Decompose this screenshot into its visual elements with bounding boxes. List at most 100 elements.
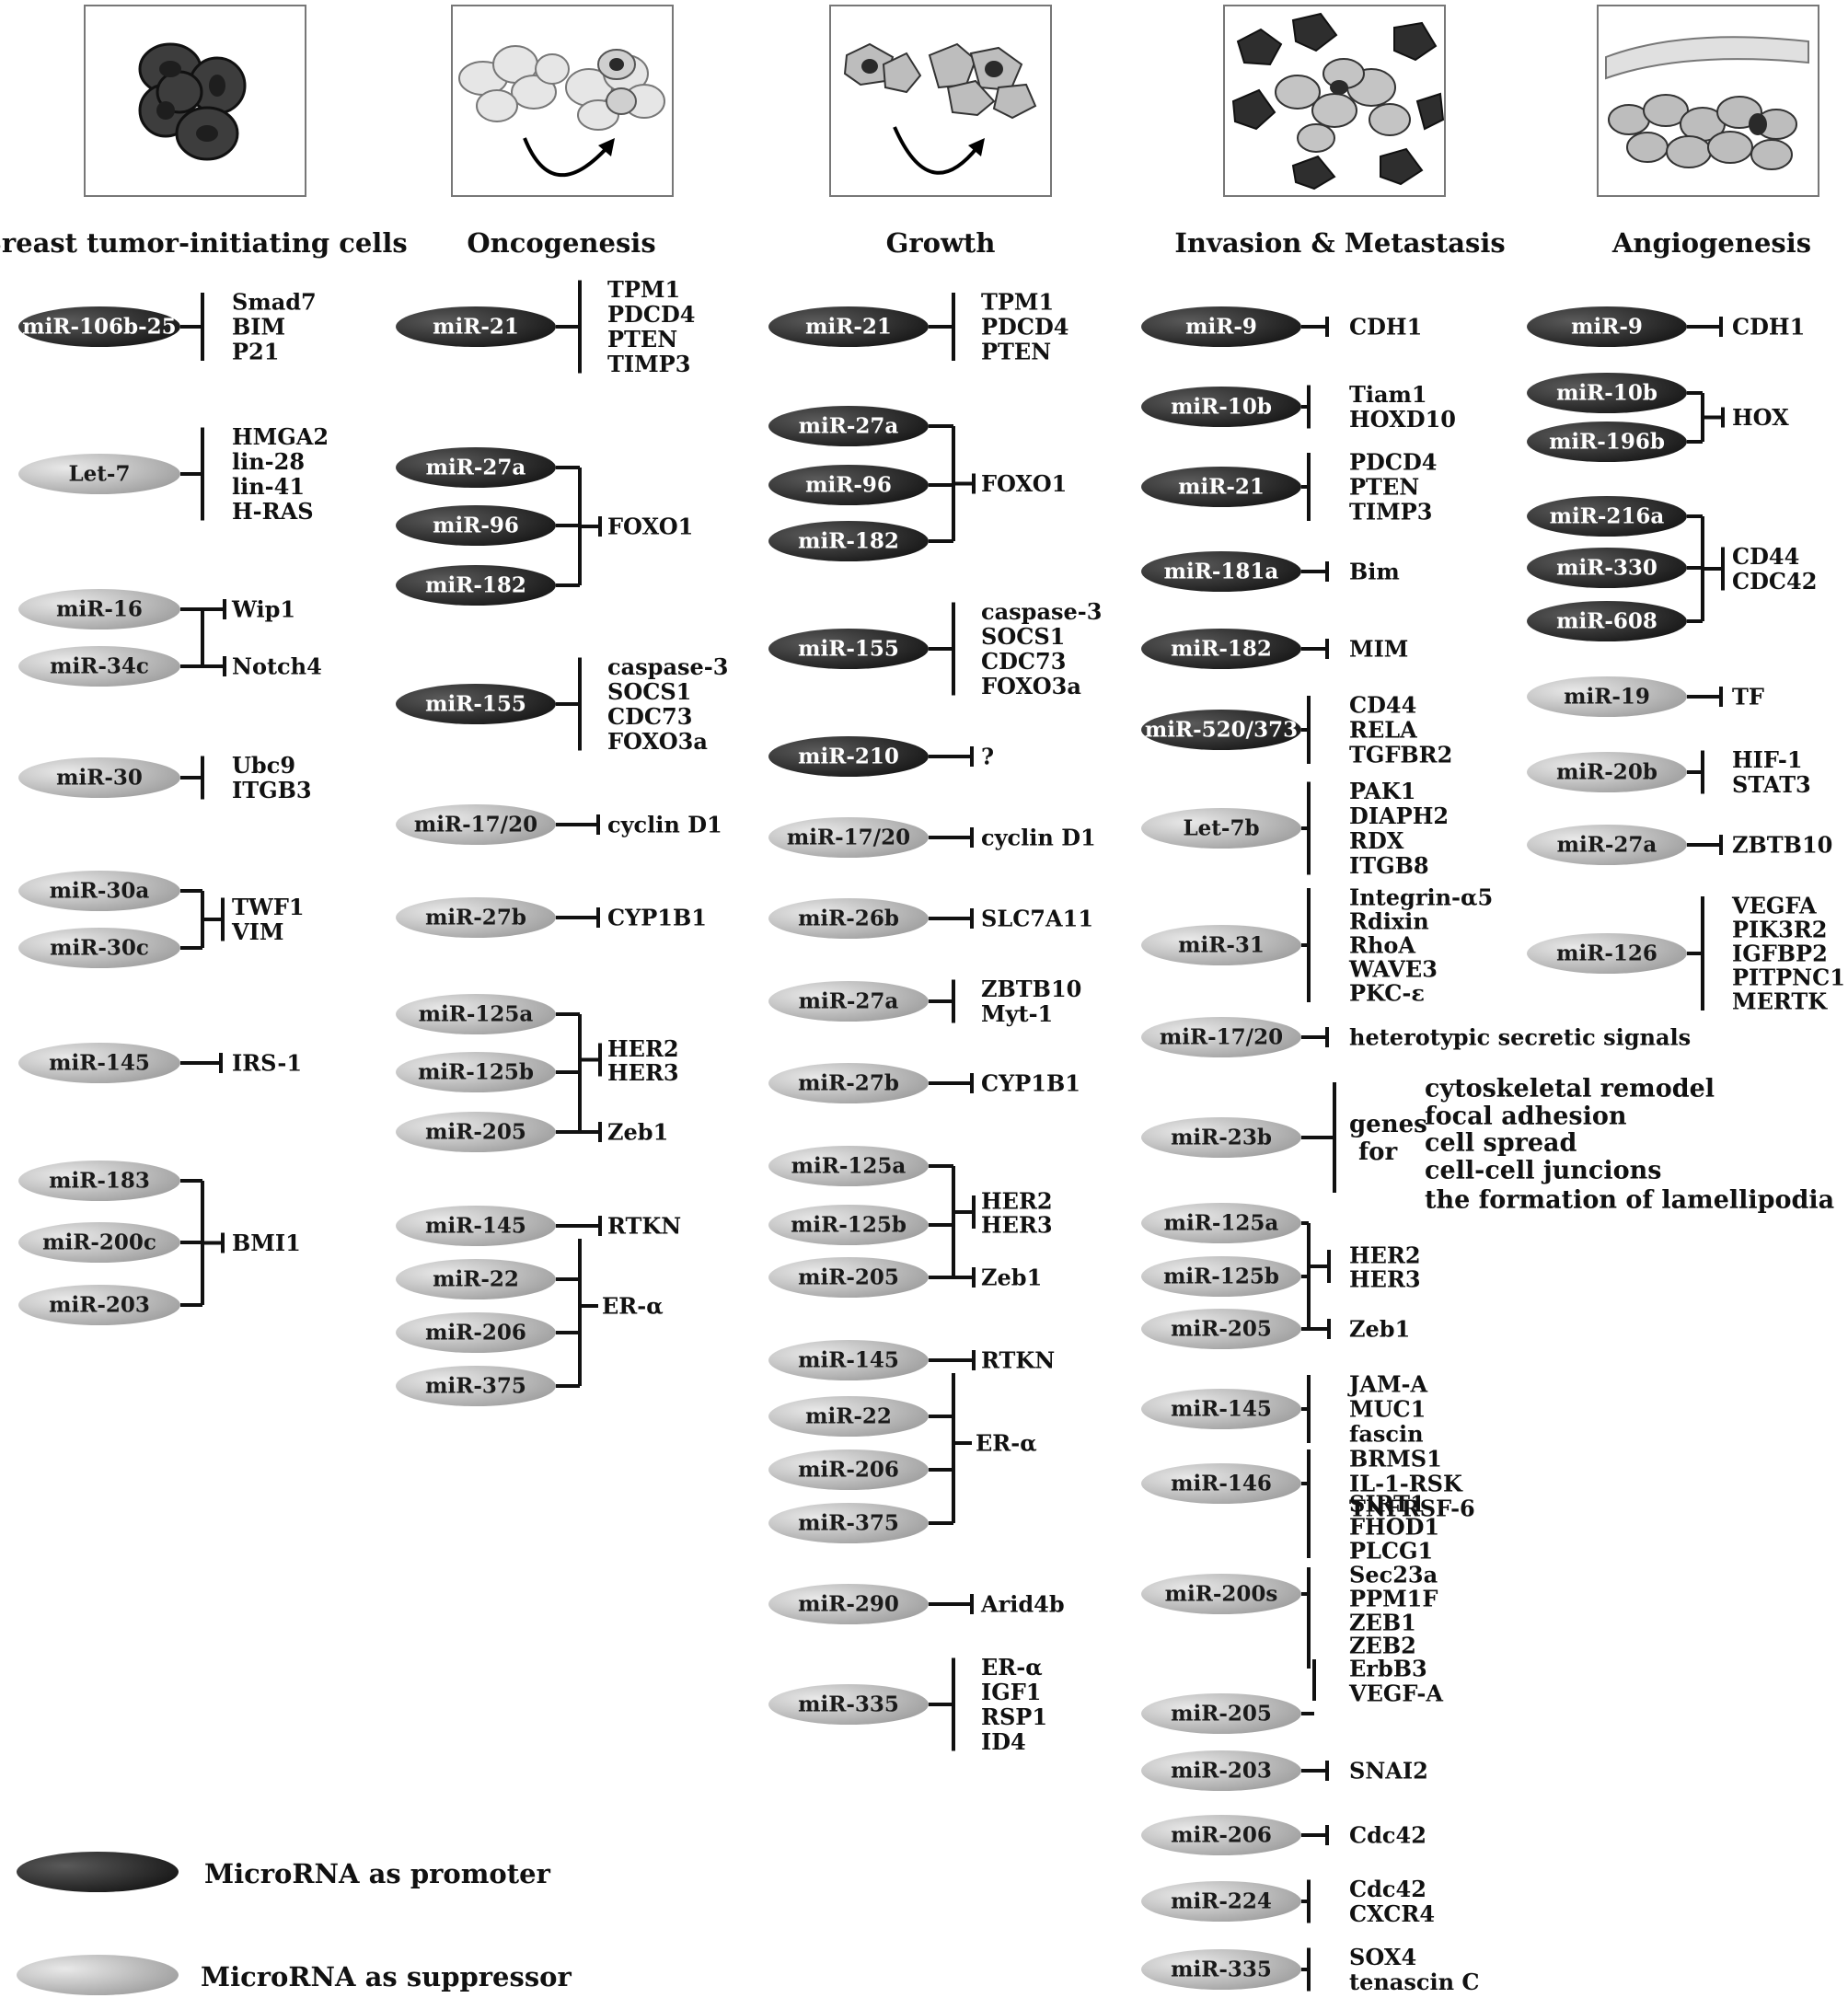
suppressor-mirna-ellipse xyxy=(768,1205,929,1245)
mirna-label: miR-182 xyxy=(1171,637,1272,662)
mirna-label: miR-21 xyxy=(433,315,519,340)
suppressor-mirna-ellipse xyxy=(1141,1949,1301,1990)
promoter-mirna-ellipse xyxy=(1527,306,1687,347)
target-gene: VIM xyxy=(231,918,283,945)
suppressor-mirna-ellipse xyxy=(396,1052,556,1092)
column-1: OncogenesismiR-21TPM1PDCD4PTENTIMP3miR-2… xyxy=(396,227,728,1406)
target-gene: CDH1 xyxy=(1349,314,1422,341)
suppressor-mirna-ellipse xyxy=(768,817,929,858)
promoter-mirna-ellipse xyxy=(1527,373,1687,413)
target-gene: IL-1-RSK xyxy=(1349,1471,1463,1497)
target-gene: PDCD4 xyxy=(981,314,1068,341)
target-gene: HER3 xyxy=(607,1059,679,1086)
suppressor-mirna-ellipse xyxy=(396,897,556,938)
mirna-group: miR-145 IRS-1 xyxy=(18,1043,302,1083)
target-gene: TIMP3 xyxy=(607,351,690,377)
target-gene: lin-28 xyxy=(232,448,305,475)
target-gene: PDCD4 xyxy=(607,301,695,328)
mirna-label: miR-22 xyxy=(433,1267,519,1292)
suppressor-mirna-ellipse xyxy=(1141,1117,1301,1158)
mirna-label: miR-34c xyxy=(50,654,149,679)
target-gene: PAK1 xyxy=(1349,778,1415,804)
mirna-label: miR-224 xyxy=(1171,1889,1272,1914)
mirna-label: miR-31 xyxy=(1178,933,1265,958)
mirna-label: miR-30c xyxy=(50,936,149,961)
target-gene: HIF-1 xyxy=(1732,746,1803,773)
mirna-label: miR-21 xyxy=(805,315,892,340)
mirna-label: miR-20b xyxy=(1556,760,1657,785)
suppressor-mirna-ellipse xyxy=(396,994,556,1034)
target-gene: BMI1 xyxy=(232,1230,301,1256)
column-title: Breast tumor-initiating cells xyxy=(0,227,408,259)
stage-icon-oncogenesis xyxy=(451,5,674,197)
mirna-label: miR-125b xyxy=(1163,1265,1279,1289)
mirna-label: miR-22 xyxy=(805,1404,892,1429)
target-gene: CDC73 xyxy=(981,648,1066,675)
mirna-label: miR-206 xyxy=(425,1321,526,1345)
suppressor-mirna-ellipse xyxy=(18,454,180,494)
promoter-mirna-ellipse xyxy=(396,447,556,488)
target-gene: H-RAS xyxy=(232,498,314,525)
promoter-mirna-ellipse xyxy=(768,306,929,347)
mirna-label: miR-96 xyxy=(433,514,519,538)
mirna-label: miR-27b xyxy=(798,1071,899,1096)
suppressor-mirna-ellipse xyxy=(396,1312,556,1353)
suppressor-mirna-ellipse xyxy=(768,981,929,1022)
suppressor-mirna-ellipse xyxy=(18,871,180,911)
target-gene: PTEN xyxy=(1349,474,1419,501)
stage-icon-invasion-metastasis xyxy=(1223,5,1446,197)
target-gene: RTKN xyxy=(981,1347,1055,1374)
target-gene: RDX xyxy=(1349,827,1404,854)
legend-promoter-swatch xyxy=(17,1852,179,1892)
suppressor-mirna-ellipse xyxy=(1527,752,1687,792)
target-gene: PPM1F xyxy=(1349,1586,1438,1612)
target-gene: PKC-ε xyxy=(1349,980,1425,1007)
legend-suppressor-label: MicroRNA as suppressor xyxy=(201,1961,572,1992)
target-gene: Sec23a xyxy=(1349,1562,1438,1588)
mirna-label: Let-7 xyxy=(69,462,131,487)
suppressor-mirna-ellipse xyxy=(1141,1693,1301,1734)
target-gene: HOX xyxy=(1732,404,1789,431)
suppressor-mirna-ellipse xyxy=(1141,925,1301,965)
suppressor-mirna-ellipse xyxy=(18,1161,180,1201)
target-gene: WAVE3 xyxy=(1348,956,1438,983)
target-gene: Tiam1 xyxy=(1349,381,1427,408)
target-gene: Notch4 xyxy=(232,653,322,680)
mirna-label: miR-330 xyxy=(1556,556,1657,581)
target-gene: ZBTB10 xyxy=(1732,832,1832,859)
suppressor-mirna-ellipse xyxy=(18,1285,180,1325)
mirna-label: miR-23b xyxy=(1171,1126,1272,1150)
column-0: Breast tumor-initiating cellsmiR-106b-25… xyxy=(0,227,408,1325)
target-gene: MUC1 xyxy=(1349,1396,1426,1423)
target-gene: the formation of lamellipodia xyxy=(1425,1186,1834,1215)
mirna-label: miR-375 xyxy=(798,1511,899,1536)
target-gene: heterotypic secretic signals xyxy=(1349,1024,1691,1051)
target-gene: ER-α xyxy=(602,1293,664,1320)
target-gene: VEGFA xyxy=(1731,893,1817,919)
target-gene: ZBTB10 xyxy=(981,976,1081,1002)
mirna-label: miR-335 xyxy=(798,1692,899,1717)
suppressor-mirna-ellipse xyxy=(1141,1389,1301,1429)
mirna-label: miR-145 xyxy=(49,1051,150,1076)
mirna-group: miR-200smiR-205SIRT1FHOD1PLCG1Sec23aPPM1… xyxy=(1141,1491,1443,1734)
target-gene: SLC7A11 xyxy=(981,906,1093,932)
target-gene: IGFBP2 xyxy=(1732,941,1828,967)
suppressor-mirna-ellipse xyxy=(18,589,180,629)
target-gene: ITGB8 xyxy=(1349,852,1429,879)
target-gene: IRS-1 xyxy=(232,1050,302,1077)
mirna-label: miR-183 xyxy=(49,1169,150,1194)
